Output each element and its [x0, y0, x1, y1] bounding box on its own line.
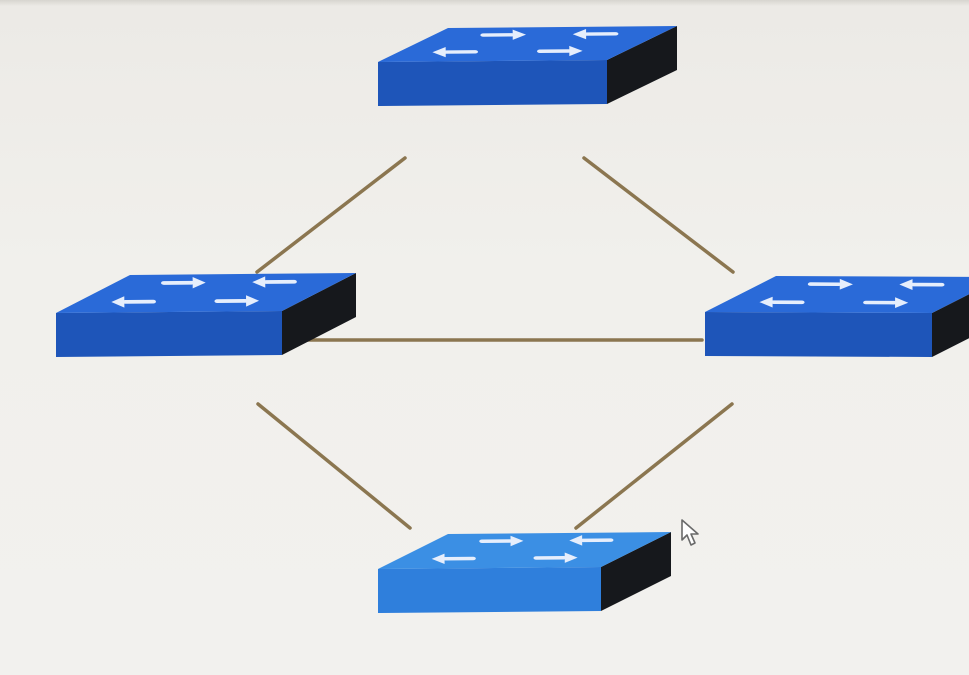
switch-left [56, 273, 356, 357]
network-switch-icon [378, 26, 677, 106]
link-left-bottom [256, 402, 412, 530]
nodes-layer [56, 26, 969, 613]
switch-top [378, 26, 677, 106]
links-layer [255, 156, 735, 530]
network-switch-icon [378, 532, 671, 613]
link-top-left [255, 156, 407, 274]
link-right-bottom [574, 402, 734, 530]
switch-right [705, 276, 969, 357]
link-top-right [582, 156, 735, 274]
switch-bottom [378, 532, 671, 613]
network-switch-icon [705, 276, 969, 357]
mouse-pointer-icon [681, 519, 699, 546]
network-switch-icon [56, 273, 356, 357]
